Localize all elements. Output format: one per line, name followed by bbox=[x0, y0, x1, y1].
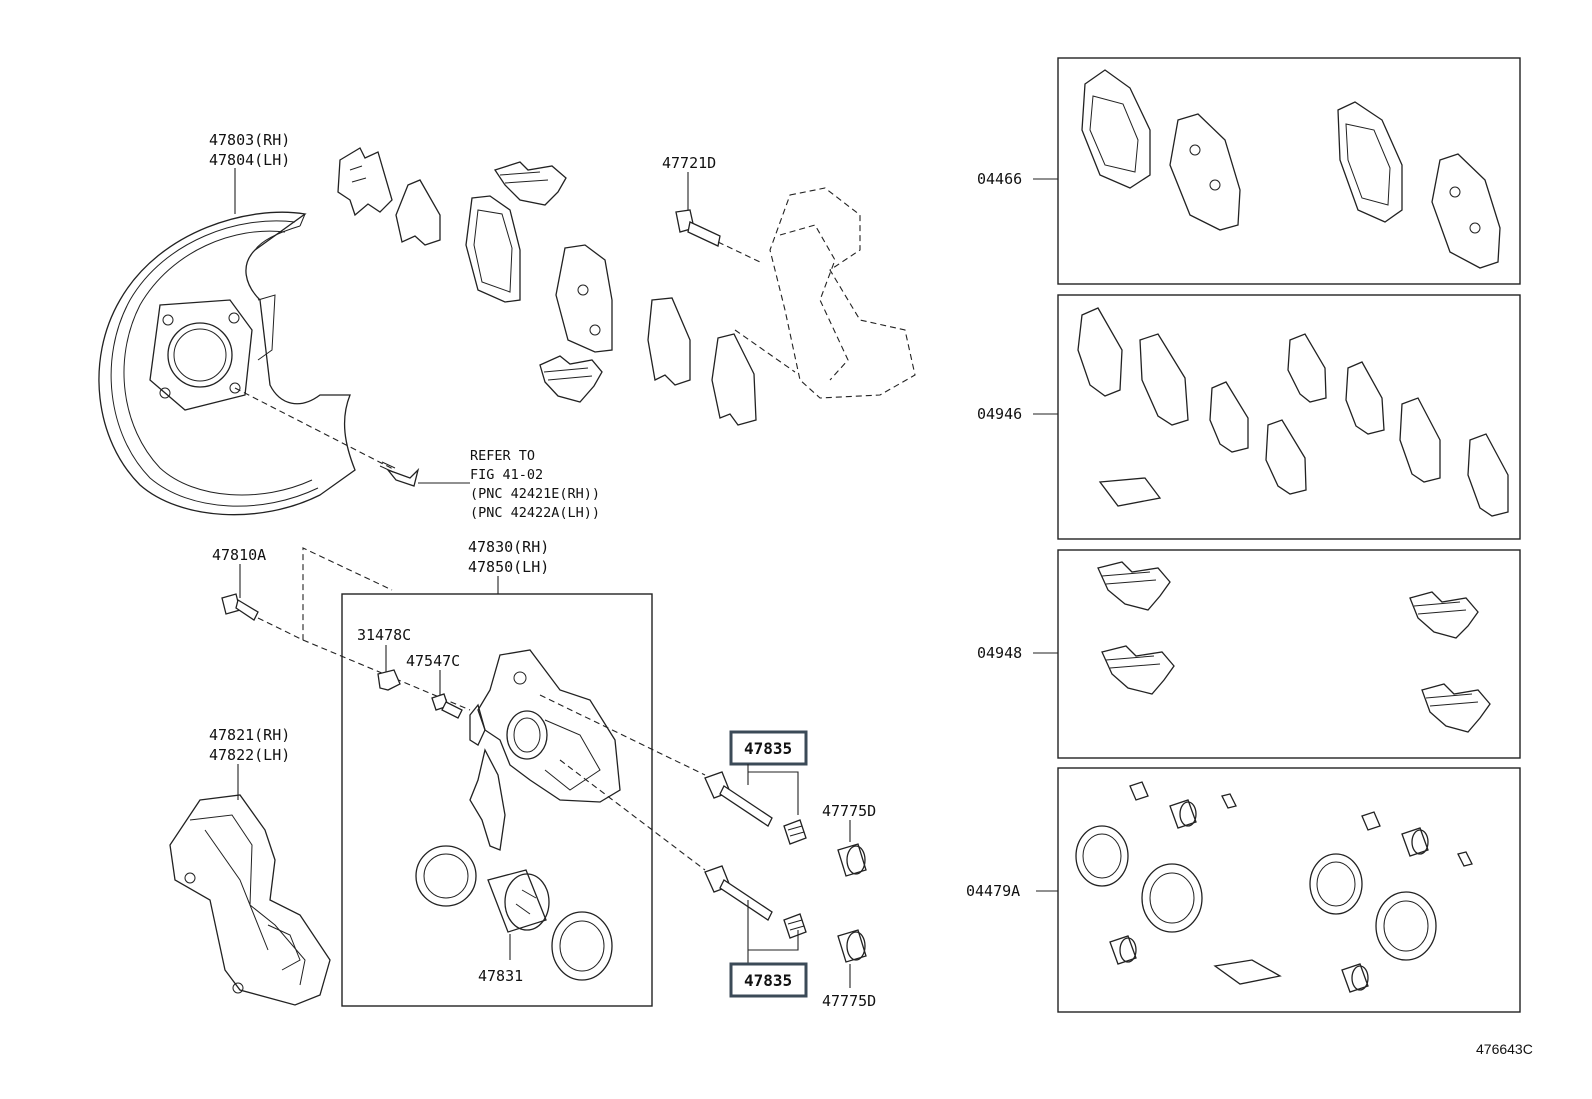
piston-47831[interactable] bbox=[487, 869, 550, 933]
pin-boot-small-bottom[interactable] bbox=[783, 913, 807, 939]
label-47804: 47804(LH) bbox=[209, 151, 290, 169]
figure-id: 476643C bbox=[1476, 1041, 1533, 1057]
pad-shim-2[interactable] bbox=[395, 179, 441, 246]
guide-pin-top[interactable] bbox=[704, 771, 773, 827]
label-47775D-bottom: 47775D bbox=[822, 992, 876, 1010]
piston-seal[interactable] bbox=[551, 911, 613, 981]
kit-box-04948 bbox=[1057, 549, 1521, 759]
kit-box-04466 bbox=[1057, 57, 1521, 285]
highlight-box-top bbox=[729, 730, 808, 766]
pad-shim-1[interactable] bbox=[337, 147, 393, 217]
kit-04948-clips[interactable] bbox=[1097, 561, 1491, 733]
pin-boot-small-top[interactable] bbox=[783, 819, 807, 845]
label-47821: 47821(RH) bbox=[209, 726, 290, 744]
dust-boot-ring[interactable] bbox=[415, 845, 477, 907]
bleeder-47547C[interactable] bbox=[431, 693, 463, 719]
brake-pad-2[interactable] bbox=[555, 244, 613, 353]
refer-line-2: FIG 41-02 bbox=[470, 467, 543, 483]
pad-shim-3[interactable] bbox=[647, 297, 691, 386]
label-47822: 47822(LH) bbox=[209, 746, 290, 764]
pad-clip-top[interactable] bbox=[493, 161, 567, 206]
label-47547C: 47547C bbox=[406, 652, 460, 670]
bolt-47810A[interactable] bbox=[221, 593, 259, 621]
cap-31478C[interactable] bbox=[377, 669, 401, 691]
refer-line-3: (PNC 42421E(RH)) bbox=[470, 486, 600, 502]
pad-shim-4[interactable] bbox=[711, 333, 757, 426]
kit-box-04479A bbox=[1057, 767, 1521, 1013]
kit-04479A-seals[interactable] bbox=[1075, 781, 1473, 993]
pin-boot-bottom[interactable] bbox=[837, 929, 867, 963]
caliper-body[interactable] bbox=[469, 649, 621, 851]
label-47803: 47803(RH) bbox=[209, 131, 290, 149]
highlight-box-bottom bbox=[729, 962, 808, 998]
label-47810A: 47810A bbox=[212, 546, 266, 564]
kit-04466-pads[interactable] bbox=[1081, 69, 1501, 269]
pad-clip-bottom[interactable] bbox=[539, 355, 603, 403]
label-47830: 47830(RH) bbox=[468, 538, 549, 556]
kit-label-04946: 04946 bbox=[977, 405, 1022, 423]
label-47775D-top: 47775D bbox=[822, 802, 876, 820]
kit-label-04479A: 04479A bbox=[966, 882, 1020, 900]
kit-label-04948: 04948 bbox=[977, 644, 1022, 662]
kit-04946-shims[interactable] bbox=[1077, 307, 1509, 517]
refer-line-4: (PNC 42422A(LH)) bbox=[470, 505, 600, 521]
guide-pin-bottom[interactable] bbox=[704, 865, 773, 921]
mounting-dashed-outline bbox=[734, 187, 916, 399]
label-47721D: 47721D bbox=[662, 154, 716, 172]
kit-box-04946 bbox=[1057, 294, 1521, 540]
label-47835-top: 47835 bbox=[744, 739, 792, 758]
pin-boot-top[interactable] bbox=[837, 843, 867, 877]
caliper-mounting[interactable] bbox=[169, 794, 331, 1006]
kit-label-04466: 04466 bbox=[977, 170, 1022, 188]
label-47831: 47831 bbox=[478, 967, 523, 985]
label-31478C: 31478C bbox=[357, 626, 411, 644]
caliper-assembly-box bbox=[341, 593, 653, 1007]
refer-line-1: REFER TO bbox=[470, 448, 535, 464]
backing-plate-bolt[interactable] bbox=[379, 461, 420, 487]
backing-plate[interactable] bbox=[98, 211, 356, 516]
brake-pad-1[interactable] bbox=[465, 195, 521, 303]
label-47835-bottom: 47835 bbox=[744, 971, 792, 990]
label-47850: 47850(LH) bbox=[468, 558, 549, 576]
bolt-47721D[interactable] bbox=[675, 209, 721, 247]
